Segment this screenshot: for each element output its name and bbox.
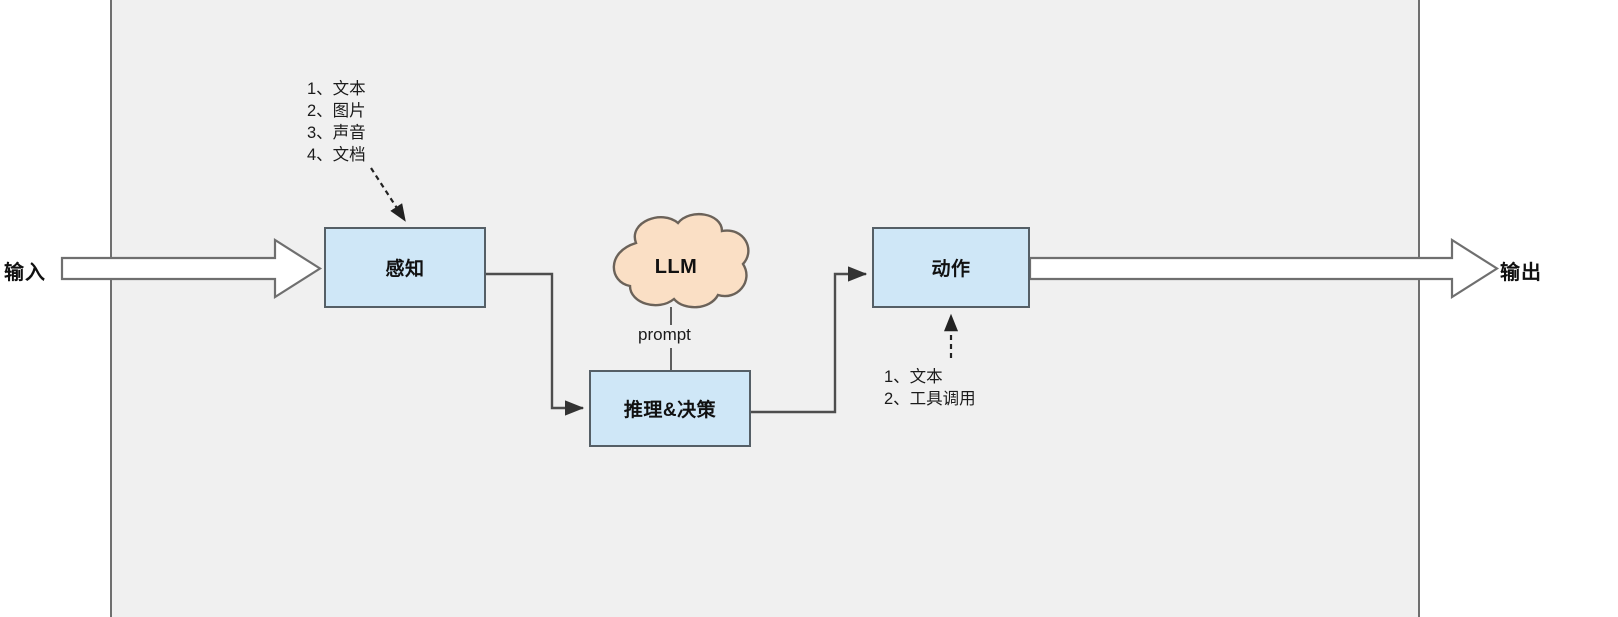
- node-llm[interactable]: LLM: [598, 222, 754, 312]
- annotation-item: 1、文本: [307, 80, 366, 98]
- annotation-item: 1、文本: [884, 368, 943, 386]
- node-action[interactable]: 动作: [872, 227, 1030, 308]
- edge-label-prompt: prompt: [638, 325, 691, 344]
- annotation-item: 4、文档: [307, 146, 366, 164]
- node-reasoning-label: 推理&决策: [623, 400, 717, 421]
- edge-perception-to-reasoning: [486, 272, 585, 416]
- annotation-arrow-perception-inputs: [370, 167, 406, 222]
- output-label: 输出: [1500, 262, 1542, 284]
- output-block-arrow: [1028, 238, 1500, 299]
- annotation-perception-inputs: 1、文本 2、图片 3、声音 4、文档: [307, 78, 366, 166]
- node-llm-label: LLM: [654, 255, 698, 278]
- input-block-arrow: [60, 238, 323, 299]
- annotation-item: 2、工具调用: [884, 390, 976, 408]
- node-perception-label: 感知: [385, 259, 425, 280]
- annotation-action-outputs: 1、文本 2、工具调用: [884, 366, 976, 410]
- input-label: 输入: [4, 262, 46, 284]
- diagram-panel-background: [110, 0, 1420, 617]
- node-action-label: 动作: [931, 259, 971, 280]
- annotation-item: 2、图片: [307, 102, 366, 120]
- node-perception[interactable]: 感知: [324, 227, 486, 308]
- node-reasoning[interactable]: 推理&决策: [589, 370, 751, 447]
- annotation-item: 3、声音: [307, 124, 366, 142]
- edge-reasoning-to-action: [751, 266, 868, 414]
- llm-cloud-shape: [612, 213, 750, 309]
